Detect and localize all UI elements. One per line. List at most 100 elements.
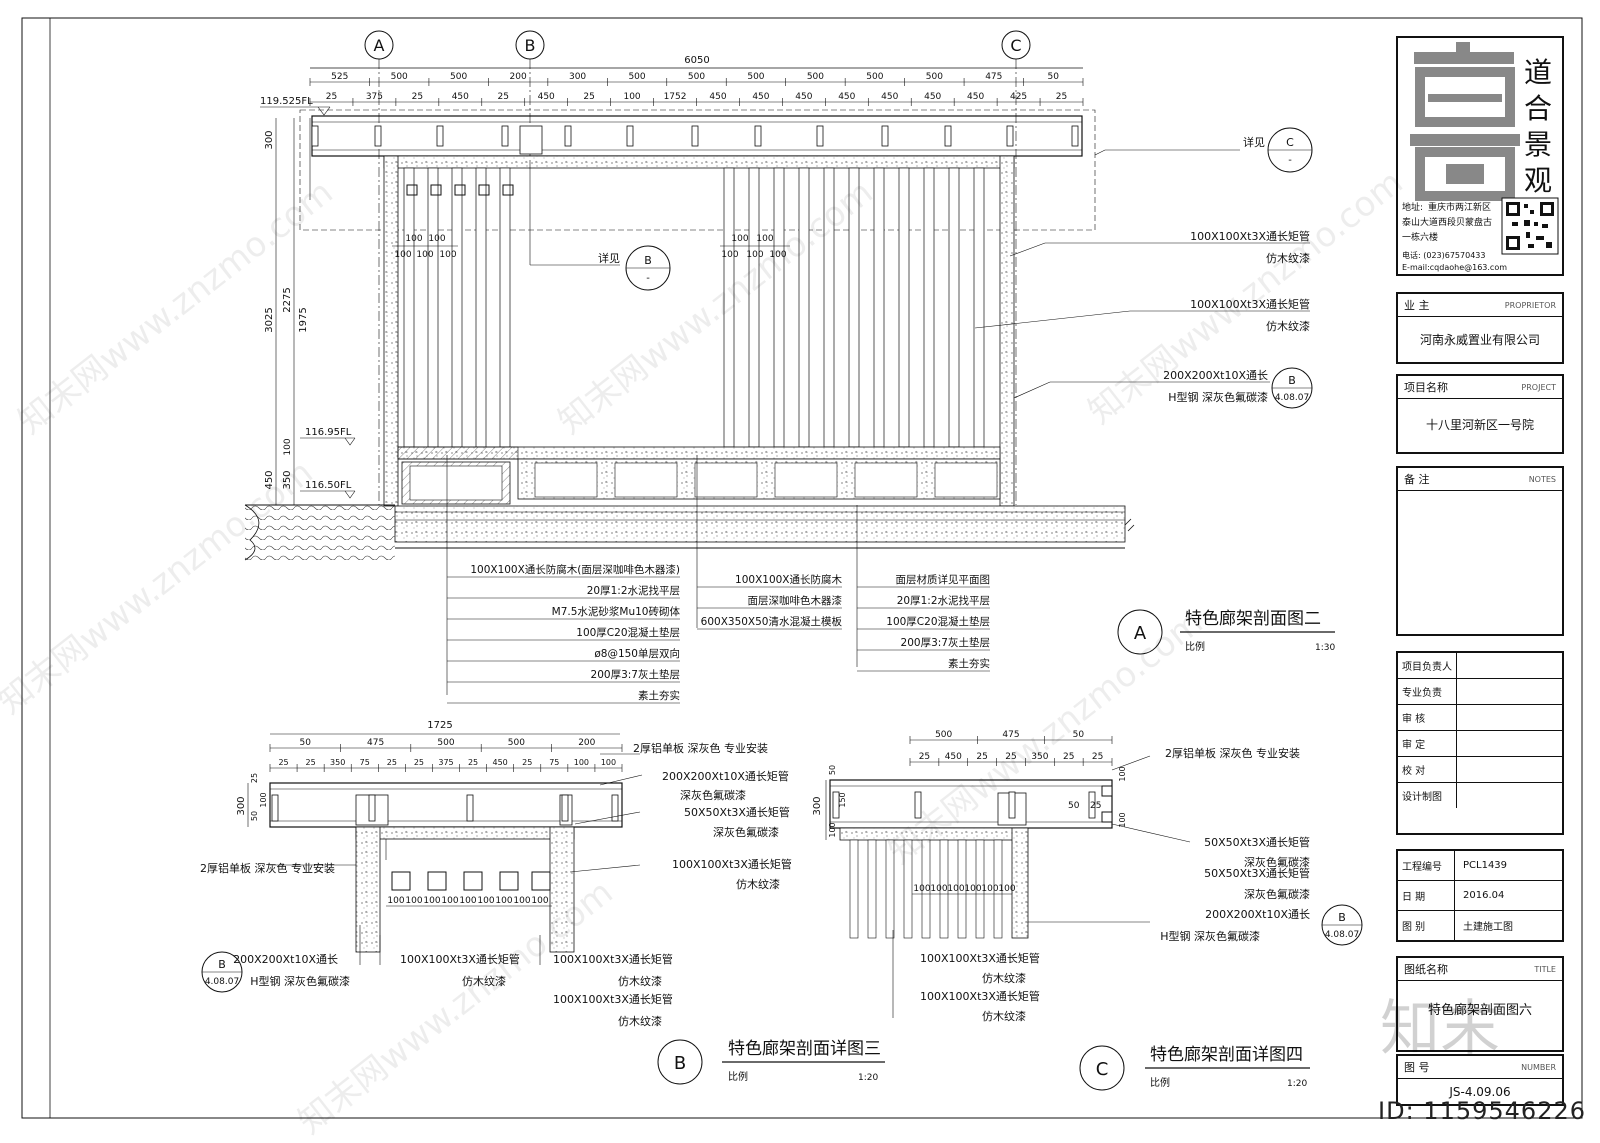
svg-text:300: 300 [812,796,823,815]
dimension-label: 100 [495,896,512,906]
left-column [383,155,399,507]
batten [885,839,895,939]
company-name-char-4: 观 [1524,164,1552,197]
material-note: 素土夯实 [948,657,990,670]
svg-text:450: 450 [264,470,275,489]
dimension-label: 25 [919,752,930,762]
dimension-label: 100 [947,884,964,894]
svg-text:1:20: 1:20 [1287,1079,1307,1089]
grid-bubble-b: B [515,30,545,160]
company-logo-block: 道 合 景 观 地址: 重庆市两江新区 泰山大道西段贝蒙盘古 一栋六楼 电话: … [1396,36,1564,276]
svg-text:100: 100 [394,250,411,260]
dimension-label: 25 [1005,752,1016,762]
dimension-label: 25 [976,752,987,762]
svg-text:100: 100 [1118,766,1127,781]
company-name-char-3: 景 [1524,128,1552,161]
grid-label-c: C [1010,36,1021,55]
section-b-left-column [355,826,381,953]
svg-text:100: 100 [259,792,268,807]
section-b-title-block: B 特色廊架剖面详图三 比例 1:20 [657,1039,885,1085]
batten [849,839,859,939]
section-b-callouts: 2厚铝单板 深灰色 专业安装 200X200Xt10X通长矩管 深灰色氟碳漆 5… [200,741,792,891]
dimension-label: 75 [549,758,559,767]
beam-post [561,794,569,822]
dimension-label: 500 [688,72,705,82]
dimension-label: 25 [1063,752,1074,762]
beam-post [691,125,699,147]
detail-c-callout[interactable]: 详见 C - [1094,127,1313,173]
dimension-label: 100 [405,896,422,906]
dimension-label: 100 [574,758,589,767]
role-row: 设计制图 [1398,783,1562,808]
dimension-label: 100 [441,896,458,906]
dimension-label: 100 [964,884,981,894]
detail-c-label: 详见 [1243,135,1265,149]
svg-text:50: 50 [828,765,837,775]
battens-end-squares [406,184,514,196]
dimension-label: 500 [935,730,952,740]
batten [723,167,735,448]
svg-text:仿木纹漆: 仿木纹漆 [618,1014,662,1028]
wood-battens [403,167,985,448]
bench-module [934,462,998,498]
svg-text:B: B [674,1053,686,1074]
svg-text:B: B [1288,374,1296,387]
svg-text:H型钢 深灰色氟碳漆: H型钢 深灰色氟碳漆 [1160,929,1260,943]
company-logo-mark: 道 合 景 观 地址: 重庆市两江新区 泰山大道西段贝蒙盘古 一栋六楼 电话: … [1402,42,1559,272]
beam-post [944,125,952,147]
svg-text:100X100Xt3X通长矩管: 100X100Xt3X通长矩管 [400,952,520,966]
watermark-id: ID: 1159546226 [1378,1097,1586,1125]
svg-text:深灰色氟碳漆: 深灰色氟碳漆 [713,825,779,839]
dimension-label: 450 [967,92,984,102]
batten [403,167,415,448]
material-note: 素土夯实 [638,689,680,702]
material-note: 100X100X通长防腐木 [735,573,842,586]
svg-text:50: 50 [250,811,259,821]
svg-text:300: 300 [236,796,247,815]
right-column [999,155,1015,507]
role-row: 校 对 [1398,757,1562,783]
meta-key: 日 期 [1398,881,1455,910]
dimension-label: 25 [583,92,594,102]
role-row: 专业负责 [1398,679,1562,705]
svg-text:仿木纹漆: 仿木纹漆 [982,971,1026,985]
dimension-label: 25 [387,758,397,767]
bench-module [694,462,758,498]
dimension-label: 200 [578,738,595,748]
svg-text:100: 100 [283,438,293,455]
svg-text:200X200Xt10X通长矩管: 200X200Xt10X通长矩管 [662,769,789,783]
svg-text:100X100Xt3X通长矩管: 100X100Xt3X通长矩管 [553,952,673,966]
dimension-label: 75 [360,758,370,767]
batten [898,167,910,448]
dimension-label: 25 [498,92,509,102]
elevation-marks: 119.525FL 116.95FL 116.50FL [260,96,356,499]
material-note: ø8@150单层双向 [594,647,680,660]
detail-b-callout[interactable]: 详见 B - [529,160,671,291]
dimension-label: 475 [1002,730,1019,740]
dimension-label: 25 [326,92,337,102]
meta-value: PCL1439 [1463,860,1508,871]
svg-text:150: 150 [838,792,847,807]
svg-text:25: 25 [250,773,259,783]
dimension-label: 1752 [664,92,687,102]
company-name-char-1: 道 [1524,56,1552,89]
batten [798,167,810,448]
roles-table: 项目负责人专业负责审 核审 定校 对设计制图 [1396,651,1564,835]
svg-text:B: B [1338,911,1346,924]
dimension-label: 500 [391,72,408,82]
batten [921,839,931,939]
dimension-label: 100 [623,92,640,102]
svg-text:H型钢 深灰色氟碳漆: H型钢 深灰色氟碳漆 [250,974,350,988]
beam-post [611,794,619,822]
beam-post [501,125,509,147]
dimension-label: 100 [930,884,947,894]
dimension-label: 450 [881,92,898,102]
svg-text:100: 100 [746,250,763,260]
dimension-label: 450 [752,92,769,102]
svg-text:深灰色氟碳漆: 深灰色氟碳漆 [1244,855,1310,869]
